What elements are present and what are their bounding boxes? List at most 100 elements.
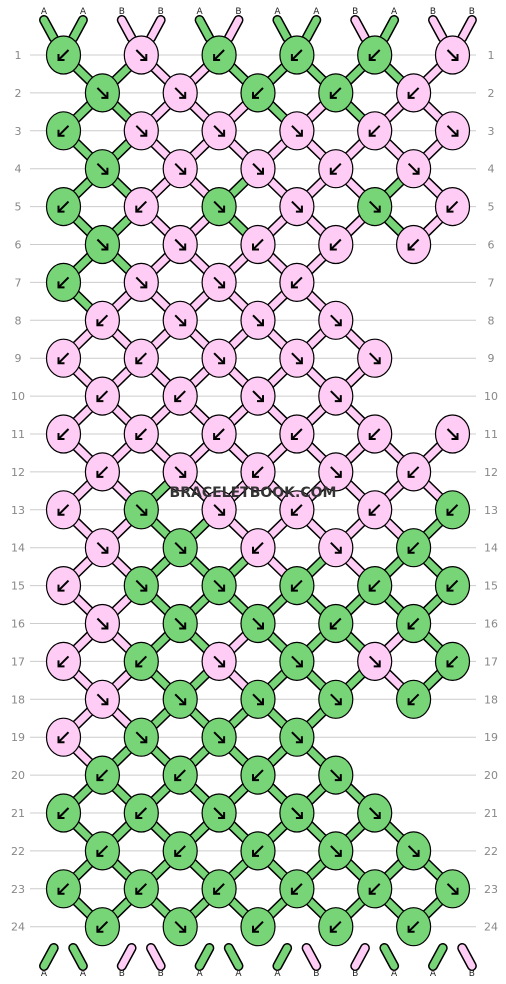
knot-arrow-icon (174, 466, 187, 478)
knot-arrow-icon (290, 579, 303, 592)
knot (279, 338, 315, 378)
knot-arrow-icon (252, 466, 264, 478)
knot-arrow-icon (174, 87, 187, 99)
knot (162, 376, 198, 416)
knot-arrow-icon (368, 49, 381, 61)
knot-arrow-icon (96, 87, 109, 99)
row-label-left: 8 (15, 314, 22, 327)
knot-arrow-icon (213, 579, 226, 592)
knot (357, 641, 393, 682)
knot (318, 149, 354, 189)
strand-label-bottom: A (80, 969, 87, 979)
strand-segment (196, 16, 213, 42)
knot (123, 187, 159, 227)
knot-arrow-icon (407, 920, 420, 933)
row-label-left: 16 (11, 618, 25, 631)
knot (396, 452, 432, 492)
strand-label-top: A (197, 7, 204, 17)
knot-arrow-icon (96, 845, 109, 857)
knot (434, 490, 471, 530)
knot (45, 414, 82, 454)
knot-arrow-icon (213, 276, 226, 289)
knot (357, 35, 393, 75)
strand-segment (458, 944, 476, 970)
strand-label-top: A (274, 7, 281, 17)
knot-arrow-icon (368, 504, 381, 516)
knot-arrow-icon (96, 238, 109, 251)
strand-label-bottom: B (313, 969, 319, 979)
knot (123, 338, 159, 378)
row-label-left: 20 (11, 769, 25, 782)
knot (201, 187, 237, 227)
knot (240, 300, 276, 340)
strand-segment (303, 944, 320, 970)
knot (318, 907, 354, 947)
strand-label-top: B (235, 7, 241, 17)
knot-arrow-icon (213, 883, 225, 895)
strand-label-bottom: A (41, 969, 48, 979)
knot (318, 755, 354, 795)
knot-arrow-icon (57, 579, 70, 592)
strand-label-top: B (469, 7, 475, 17)
knot-arrow-icon (330, 314, 342, 327)
knot-arrow-icon (96, 390, 109, 403)
knot-arrow-icon (291, 731, 303, 744)
knot-arrow-icon (368, 200, 381, 213)
knot-arrow-icon (135, 579, 148, 592)
row-label-right: 5 (488, 201, 495, 214)
knot (162, 300, 198, 340)
strand-label-bottom: A (391, 969, 398, 979)
strand-label-top: B (119, 7, 125, 17)
row-label-right: 8 (488, 314, 495, 327)
knot-arrow-icon (446, 200, 459, 213)
row-label-right: 23 (484, 883, 498, 896)
knot-arrow-icon (252, 617, 264, 630)
knot-arrow-icon (291, 125, 303, 137)
knot-arrow-icon (446, 125, 459, 137)
knot-arrow-icon (407, 617, 420, 630)
knot-arrow-icon (407, 845, 420, 857)
knot (201, 490, 237, 530)
knot (201, 414, 237, 454)
knot-arrow-icon (135, 504, 148, 516)
knot-arrow-icon (368, 807, 381, 819)
knot-arrow-icon (135, 276, 148, 289)
knot (396, 528, 432, 568)
knot (162, 755, 198, 795)
knot-arrow-icon (135, 125, 148, 137)
knot (45, 717, 82, 757)
strand-segment (69, 944, 87, 970)
knot-arrow-icon (252, 920, 264, 933)
knot-arrow-icon (96, 617, 109, 630)
knot-arrow-icon (252, 769, 264, 782)
knot-arrow-icon (57, 731, 70, 744)
knot-arrow-icon (57, 125, 70, 137)
knot-arrow-icon (290, 883, 303, 895)
knot (201, 869, 237, 909)
strand-label-top: B (158, 7, 164, 17)
knot-arrow-icon (96, 162, 109, 175)
knot-arrow-icon (135, 49, 148, 61)
knot (201, 565, 237, 606)
knot-arrow-icon (368, 655, 381, 668)
knot-arrow-icon (368, 883, 381, 895)
knot (162, 149, 198, 189)
knot (45, 490, 82, 530)
knot (434, 35, 471, 75)
strand-label-bottom: A (197, 969, 204, 979)
knot (318, 73, 354, 113)
strand-segment (303, 16, 320, 42)
knot (123, 869, 159, 909)
knot-arrow-icon (290, 49, 303, 61)
knot (162, 831, 198, 871)
knot-arrow-icon (213, 200, 226, 213)
knot (318, 528, 354, 568)
knot-arrow-icon (57, 883, 70, 895)
row-label-right: 2 (488, 87, 495, 100)
row-label-left: 10 (11, 390, 25, 403)
knot-arrow-icon (57, 200, 70, 213)
knot (318, 679, 354, 719)
row-label-left: 1 (15, 49, 22, 62)
knot-arrow-icon (290, 276, 303, 289)
knot-arrow-icon (96, 920, 109, 933)
